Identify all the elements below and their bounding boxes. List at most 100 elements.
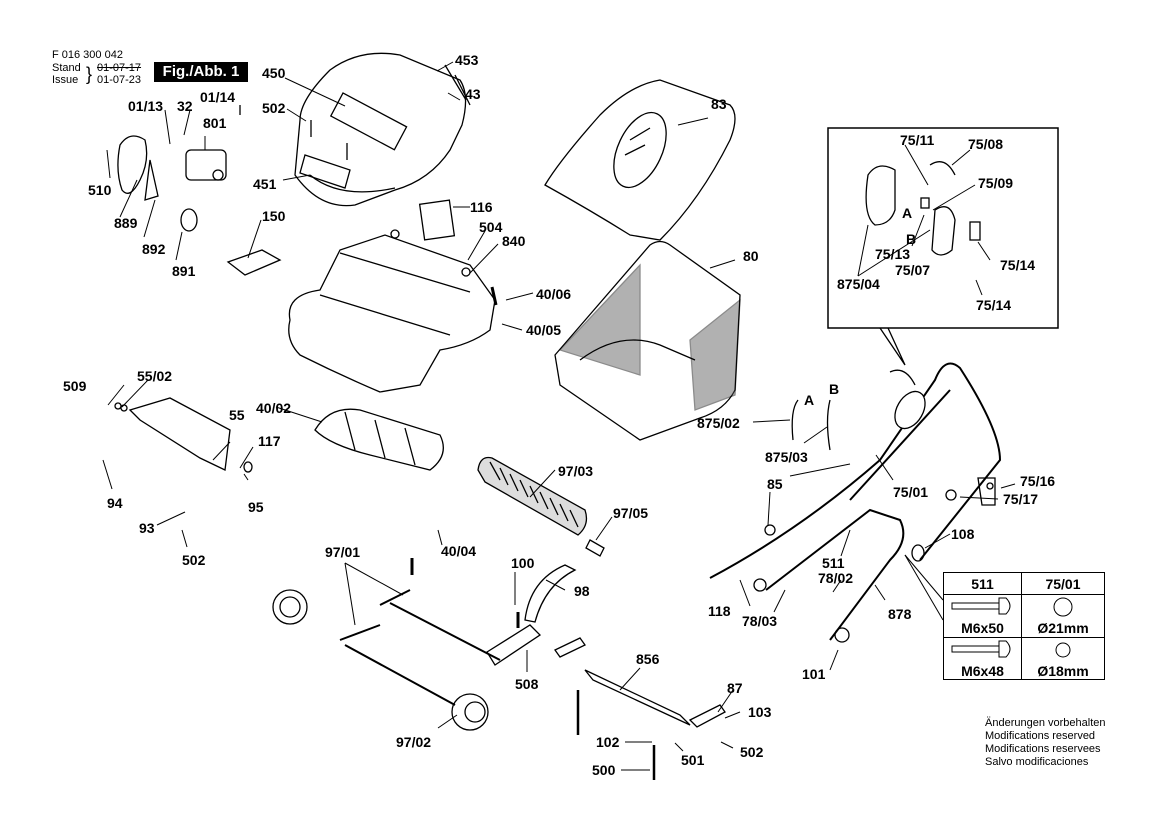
part-label: 856 (636, 651, 660, 667)
circle-icon (1053, 597, 1073, 617)
inset-part-label: 875/04 (837, 276, 880, 292)
part-label: 103 (748, 704, 772, 720)
part-label: 40/06 (536, 286, 572, 302)
part-label: 43 (465, 86, 481, 102)
part-label: 93 (139, 520, 155, 536)
part-label: 511 (822, 555, 845, 571)
part-label: 01/14 (200, 89, 236, 105)
handle-assembly (709, 362, 1002, 643)
inset-part-label: 75/11 (900, 132, 935, 148)
part-label: 502 (262, 100, 286, 116)
table-row: Ø21mm (1022, 595, 1104, 638)
lid-assembly (294, 52, 471, 207)
part-label: B (829, 381, 840, 397)
part-label: 451 (253, 176, 277, 192)
inset-part-label: B (906, 231, 917, 247)
table-row: M6x50 (944, 595, 1022, 638)
part-label: 892 (142, 241, 166, 257)
part-label: 801 (203, 115, 227, 131)
part-label: 508 (515, 676, 539, 692)
inset-part-label: 75/14 (1000, 257, 1036, 273)
note-line: Modifications reserved (985, 730, 1096, 742)
figure-label: Fig./Abb. 1 (154, 62, 248, 82)
part-label: 78/03 (742, 613, 778, 629)
part-label: 878 (888, 606, 912, 622)
part-label: 40/04 (441, 543, 477, 559)
part-label: 97/02 (396, 734, 432, 750)
part-label: 94 (107, 495, 123, 511)
part-label: 100 (511, 555, 535, 571)
motor-assembly (117, 105, 241, 232)
part-label: 889 (114, 215, 138, 231)
circle-icon (1055, 642, 1071, 658)
spec-table: 511 75/01 M6x50 Ø21mm M6x48 Ø18mm (943, 572, 1105, 680)
part-label: 450 (262, 65, 286, 81)
inset-part-label: 75/13 (875, 246, 911, 262)
chassis (288, 229, 498, 393)
part-label: 40/05 (526, 322, 562, 338)
part-label: 891 (172, 263, 196, 279)
part-label: 116 (470, 199, 493, 215)
part-label: 875/02 (697, 415, 740, 431)
part-label: 32 (177, 98, 193, 114)
brace-icon: } (86, 64, 93, 84)
diameter-size: Ø21mm (1037, 620, 1089, 636)
bolt-size: M6x50 (961, 620, 1004, 636)
inset-part-label: A (902, 205, 913, 221)
table-row: Ø18mm (1022, 638, 1104, 679)
note-line: Änderungen vorbehalten (985, 717, 1106, 729)
part-label: 01/13 (128, 98, 164, 114)
table-header-511: 511 (944, 573, 1022, 595)
part-label: 502 (182, 552, 206, 568)
note-line: Modifications reservees (985, 743, 1101, 755)
table-row: M6x48 (944, 638, 1022, 679)
stand-label: Stand (52, 62, 81, 74)
old-date: 01-07-17 (97, 62, 142, 74)
grass-basket (554, 240, 741, 441)
part-label: 875/03 (765, 449, 808, 465)
part-label: 78/02 (818, 570, 854, 586)
inset-switch-box (865, 161, 981, 256)
part-label: 80 (743, 248, 759, 264)
part-label: 118 (708, 603, 731, 619)
part-label: 97/05 (613, 505, 649, 521)
part-label: 102 (596, 734, 620, 750)
diameter-size: Ø18mm (1037, 663, 1089, 679)
part-label: 502 (740, 744, 764, 760)
part-label: 840 (502, 233, 526, 249)
part-label: 101 (802, 666, 826, 682)
part-label: 509 (63, 378, 87, 394)
part-label: 504 (479, 219, 503, 235)
part-label: 95 (248, 499, 264, 515)
grass-box-cover (544, 79, 736, 241)
part-label: A (804, 392, 815, 408)
note-line: Salvo modificaciones (985, 756, 1089, 768)
part-label: 117 (258, 433, 281, 449)
modifications-notice: Änderungen vorbehalten Modifications res… (985, 717, 1105, 769)
table-header-75-01: 75/01 (1022, 573, 1104, 595)
part-label: 150 (262, 208, 286, 224)
part-label: 500 (592, 762, 616, 778)
inset-part-label: 75/09 (978, 175, 1014, 191)
part-label: 87 (727, 680, 743, 696)
new-date: 01-07-23 (97, 74, 142, 86)
part-label: 75/17 (1003, 491, 1039, 507)
bolt-icon (951, 640, 1011, 658)
part-label: 108 (951, 526, 975, 542)
part-label: 453 (455, 52, 479, 68)
part-label: 98 (574, 583, 590, 599)
part-label: 40/02 (256, 400, 292, 416)
part-label: 510 (88, 182, 112, 198)
part-label: 55/02 (137, 368, 173, 384)
part-label: 75/01 (893, 484, 929, 500)
part-label: 75/16 (1020, 473, 1056, 489)
roller (477, 456, 588, 536)
part-label: 55 (229, 407, 245, 423)
bolt-size: M6x48 (961, 663, 1004, 679)
inset-part-label: 75/08 (968, 136, 1004, 152)
issue-label: Issue (52, 74, 79, 86)
inset-part-label: 75/07 (895, 262, 931, 278)
part-label: 83 (711, 96, 727, 112)
part-label: 97/03 (558, 463, 594, 479)
